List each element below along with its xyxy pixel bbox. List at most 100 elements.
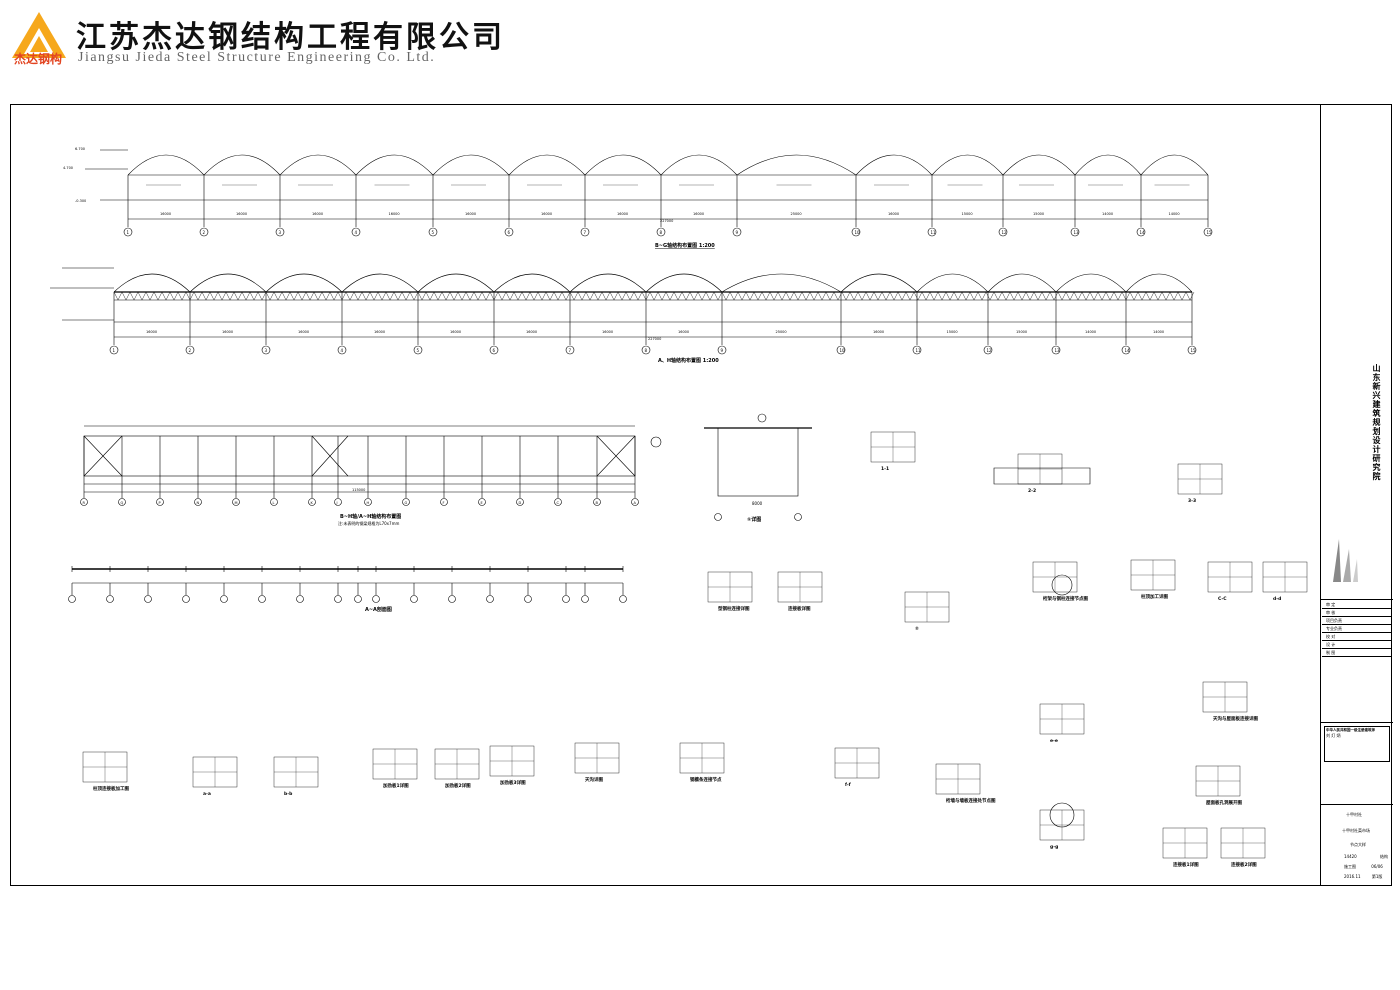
detail-title: 柱顶连接板加工图	[93, 785, 129, 792]
truss-web	[129, 291, 135, 301]
axis-bubble	[80, 498, 88, 506]
truss-web	[713, 291, 719, 301]
truss-web	[1001, 291, 1007, 301]
axis-bubble	[489, 345, 499, 355]
truss-web	[977, 291, 983, 301]
truss-web	[481, 291, 487, 301]
truss-web	[1141, 291, 1147, 301]
truss-web	[173, 291, 179, 301]
truss-web	[389, 291, 395, 301]
truss-web	[121, 291, 127, 301]
truss-web	[309, 291, 315, 301]
truss-web	[629, 291, 635, 301]
truss-web	[1181, 291, 1187, 301]
truss-web	[229, 291, 235, 301]
arch-roof	[987, 273, 1057, 293]
truss-web	[857, 291, 863, 301]
truss-web	[197, 291, 203, 301]
truss-web	[185, 291, 191, 301]
truss-web	[397, 291, 403, 301]
truss-web	[981, 291, 987, 301]
truss-web	[965, 291, 971, 301]
truss-web	[1057, 291, 1063, 301]
axis-bubble	[1203, 227, 1213, 237]
axis-bubble	[123, 227, 133, 237]
institute-name: 山东新兴建筑规划设计研究院	[1372, 364, 1381, 481]
truss-web	[885, 291, 891, 301]
truss-web	[925, 291, 931, 301]
truss-web	[897, 291, 903, 301]
truss-web	[465, 291, 471, 301]
truss-web	[113, 291, 119, 301]
axis-bubble	[428, 227, 438, 237]
truss-web	[417, 291, 423, 301]
arch-roof	[931, 154, 1004, 176]
truss-web	[997, 291, 1003, 301]
signature-block: 审 定审 核项目负责专业负责校 对设 计制 图	[1321, 599, 1393, 659]
truss-web	[793, 291, 799, 301]
axis-bubble	[354, 595, 362, 603]
truss-web	[1085, 291, 1091, 301]
bay-dimension: 16000	[602, 330, 613, 334]
truss-web	[669, 291, 675, 301]
detail-title: a-a	[203, 792, 211, 797]
axis-label: H	[367, 501, 370, 505]
truss-web	[1185, 291, 1191, 301]
truss-web	[741, 291, 747, 301]
bay-dimension: 16000	[873, 330, 884, 334]
detail-bubble	[757, 413, 767, 423]
truss-web	[193, 291, 199, 301]
truss-web	[825, 291, 831, 301]
bay-dimension: 16000	[374, 330, 385, 334]
axis-bubble	[448, 595, 456, 603]
axis-label: 2	[203, 230, 206, 235]
truss-web	[277, 291, 283, 301]
truss-web	[1029, 291, 1035, 301]
arch-roof	[189, 273, 267, 293]
truss-web	[905, 291, 911, 301]
truss-web	[1133, 291, 1139, 301]
truss-web	[157, 291, 163, 301]
truss-web	[969, 291, 975, 301]
signature-row: 审 核	[1322, 609, 1392, 617]
bay-dimension: 16000	[678, 330, 689, 334]
elev1-total: 227000	[660, 219, 673, 223]
elev2-title: A、H轴结构布置图 1:200	[658, 357, 719, 364]
truss-web	[1125, 291, 1131, 301]
truss-web	[797, 291, 803, 301]
truss-web	[137, 291, 143, 301]
truss-web	[1149, 291, 1155, 301]
axis-bubble	[334, 595, 342, 603]
truss-web	[849, 291, 855, 301]
truss-web	[637, 291, 643, 301]
truss-web	[273, 291, 279, 301]
truss-web	[149, 291, 155, 301]
axis-bubble	[631, 498, 639, 506]
bay-dimension: 16000	[222, 330, 233, 334]
truss-web	[921, 291, 927, 301]
truss-web	[549, 291, 555, 301]
truss-web	[1097, 291, 1103, 301]
detail-title: 加劲板2详图	[444, 782, 471, 789]
arch-roof	[127, 154, 205, 176]
axis-label: 15	[1207, 230, 1213, 235]
stamp-block: 中华人民共和国一级注册建筑师 刘 灯 炳	[1321, 722, 1393, 766]
truss-web	[841, 291, 847, 301]
truss-web	[681, 291, 687, 301]
detail-title: 3-3	[1188, 498, 1196, 504]
truss-web	[541, 291, 547, 301]
truss-web	[461, 291, 467, 301]
truss-web	[869, 291, 875, 301]
truss-web	[181, 291, 187, 301]
truss-web	[365, 291, 371, 301]
logo-label: 杰达钢构	[14, 52, 63, 66]
axis-bubble	[413, 345, 423, 355]
truss-web	[501, 291, 507, 301]
bay-dimension: 25000	[791, 212, 802, 216]
arch-roof	[493, 273, 571, 293]
truss-web	[601, 291, 607, 301]
truss-web	[1009, 291, 1015, 301]
truss-web	[1093, 291, 1099, 301]
